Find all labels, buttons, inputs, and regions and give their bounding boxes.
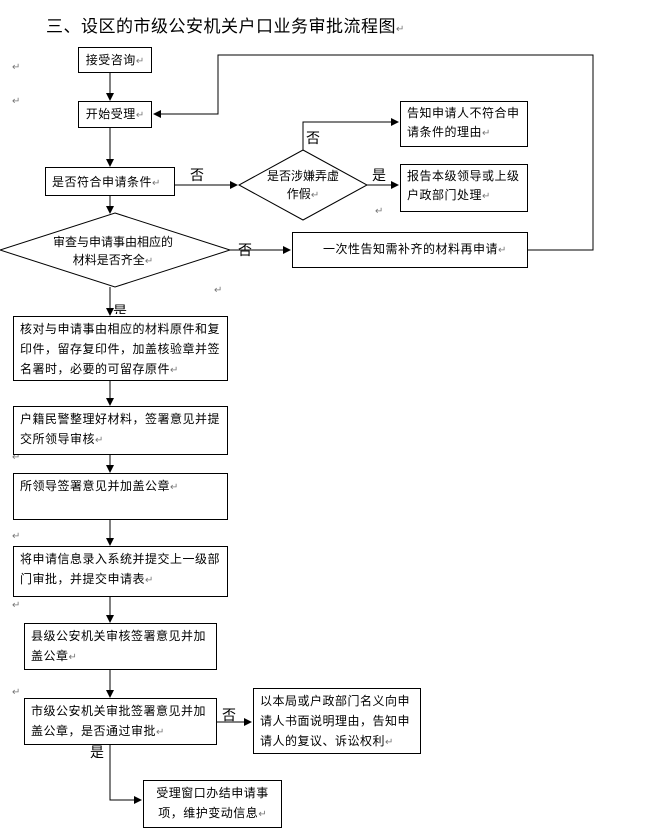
node-notify-missing-label: 一次性告知需补齐的材料再申请 (323, 242, 499, 256)
label-no-materials: 否 (238, 243, 252, 259)
node-notify-missing: 一次性告知需补齐的材料再申请↵ (292, 232, 528, 268)
return-mark: ↵ (396, 24, 405, 35)
node-notify-unqualified-label: 告知申请人不符合申请条件的理由 (407, 106, 520, 139)
node-enter-system: 将申请信息录入系统并提交上一级部门审批，并提交申请表↵ (13, 546, 228, 597)
node-report: 报告本级领导或上级户政部门处理↵ (400, 164, 528, 212)
decision-materials-shape (0, 212, 232, 288)
node-notify-unqualified: 告知申请人不符合申请条件的理由↵ (400, 101, 528, 147)
margin-mark: ↵ (214, 285, 223, 296)
node-complete-label: 受理窗口办结申请事项，维护变动信息 (156, 786, 269, 820)
node-report-label: 报告本级领导或上级户政部门处理 (407, 169, 520, 202)
label-no-fraud: 否 (306, 131, 320, 147)
margin-mark: ↵ (12, 687, 21, 698)
edge-city-complete (109, 745, 142, 804)
label-no-eligible: 否 (190, 168, 204, 184)
node-explain-reason-label: 以本局或户政部门名义向申请人书面说明理由，告知申请人的复议、诉讼权利 (260, 694, 411, 748)
node-city-approval-label: 市级公安机关审批签署意见并加盖公章，是否通过审批 (31, 704, 207, 738)
node-county-review: 县级公安机关审核签署意见并加盖公章↵ (24, 623, 217, 670)
label-yes-materials: 是 (113, 304, 127, 314)
page-title-text: 三、设区的市级公安机关户口业务审批流程图 (46, 17, 396, 37)
node-enter-system-label: 将申请信息录入系统并提交上一级部门审批，并提交申请表 (20, 552, 221, 586)
margin-mark: ↵ (375, 206, 384, 217)
node-city-approval: 市级公安机关审批签署意见并加盖公章，是否通过审批↵ (24, 698, 217, 745)
node-explain-reason: 以本局或户政部门名义向申请人书面说明理由，告知申请人的复议、诉讼权利↵ (253, 688, 421, 754)
decision-fraud-shape (237, 149, 369, 221)
label-no-approval: 否 (222, 708, 236, 724)
node-complete: 受理窗口办结申请事项，维护变动信息↵ (143, 780, 282, 828)
margin-mark: ↵ (12, 96, 21, 107)
node-station-leader-label: 所领导签署意见并加盖公章 (20, 479, 171, 493)
label-yes-fraud: 是 (372, 168, 386, 184)
margin-mark: ↵ (12, 600, 21, 611)
node-eligible-label: 是否符合申请条件 (52, 175, 153, 189)
node-accept-label: 接受咨询 (85, 53, 136, 67)
node-fraud-label: 是否涉嫌弄虚作假 (266, 169, 339, 201)
page-title: 三、设区的市级公安机关户口业务审批流程图↵ (46, 16, 405, 41)
margin-mark: ↵ (12, 531, 21, 542)
node-station-leader: 所领导签署意见并加盖公章↵ (13, 473, 228, 520)
node-police-organize: 户籍民警整理好材料，签署意见并提交所领导审核↵ (13, 406, 228, 455)
node-county-review-label: 县级公安机关审核签署意见并加盖公章 (31, 629, 207, 663)
node-fraud: 是否涉嫌弄虚作假↵ (266, 169, 339, 201)
node-verify: 核对与申请事由相应的材料原件和复印件，留存复印件，加盖核验章并签名署时，必要的可… (13, 316, 228, 381)
margin-mark: ↵ (12, 452, 21, 463)
node-eligible: 是否符合申请条件↵ (45, 167, 175, 196)
node-materials-complete: 审查与申请事由相应的材料是否齐全↵ (52, 235, 173, 267)
edge-notify-loop (153, 54, 594, 251)
edge-fraud-notify (302, 118, 399, 150)
label-yes-approval: 是 (90, 745, 104, 761)
node-accept: 接受咨询↵ (78, 47, 152, 73)
node-start-label: 开始受理 (85, 107, 136, 121)
node-police-organize-label: 户籍民警整理好材料，签署意见并提交所领导审核 (20, 412, 221, 446)
margin-mark: ↵ (12, 62, 21, 73)
node-verify-label: 核对与申请事由相应的材料原件和复印件，留存复印件，加盖核验章并签名署时，必要的可… (20, 322, 221, 376)
node-start: 开始受理↵ (78, 101, 152, 128)
node-materials-complete-label: 审查与申请事由相应的材料是否齐全 (52, 235, 173, 267)
